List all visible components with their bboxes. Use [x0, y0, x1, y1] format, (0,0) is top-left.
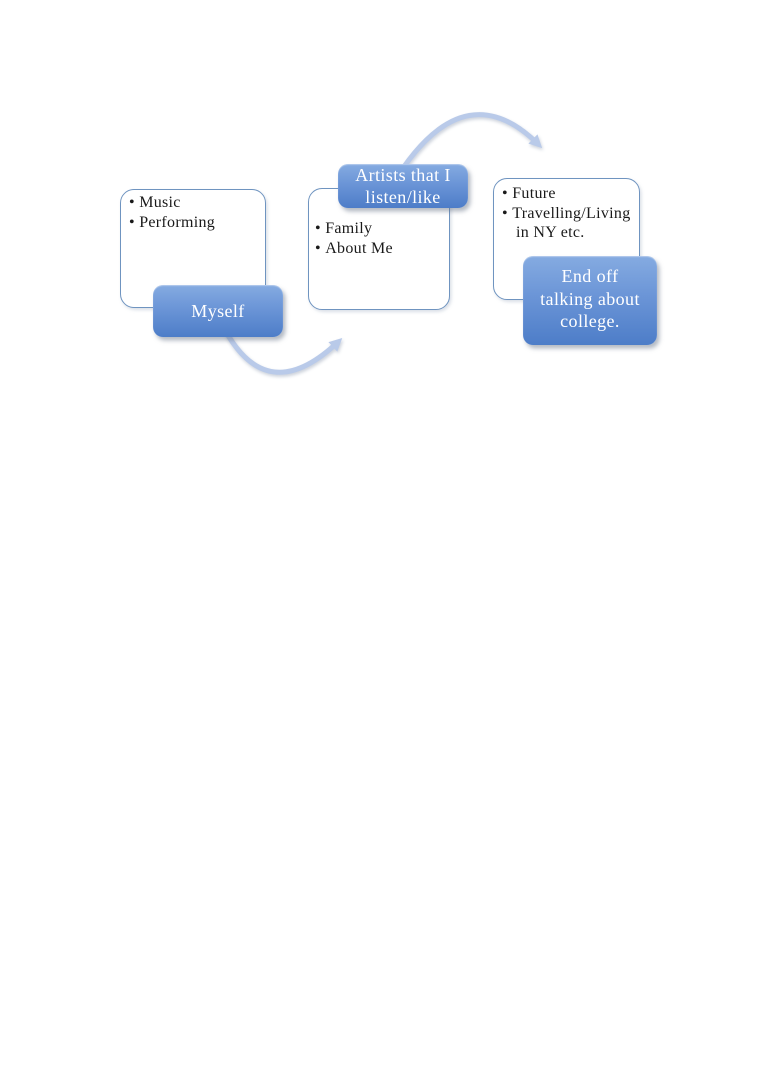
- bullet-list-artists: Family About Me: [309, 189, 449, 258]
- label-end-talk: End off talking about college.: [523, 256, 657, 345]
- bullet-item: About Me: [315, 239, 445, 259]
- bullet-item: Family: [315, 219, 445, 239]
- bullet-item: Travelling/Living in NY etc.: [502, 204, 635, 243]
- bullet-item: Music: [129, 193, 261, 213]
- arrow-myself-to-artists-icon: [222, 327, 343, 375]
- bullet-list-myself: Music Performing: [121, 190, 265, 232]
- arrow-artists-to-end-icon: [400, 112, 543, 171]
- label-myself: Myself: [153, 285, 283, 337]
- bullet-item: Performing: [129, 213, 261, 233]
- bullet-item: Future: [502, 184, 635, 204]
- label-artists: Artists that I listen/like: [338, 164, 468, 208]
- bullet-list-end: Future Travelling/Living in NY etc.: [494, 179, 639, 243]
- content-box-artists: Family About Me: [308, 188, 450, 310]
- flow-arrows: [222, 112, 543, 375]
